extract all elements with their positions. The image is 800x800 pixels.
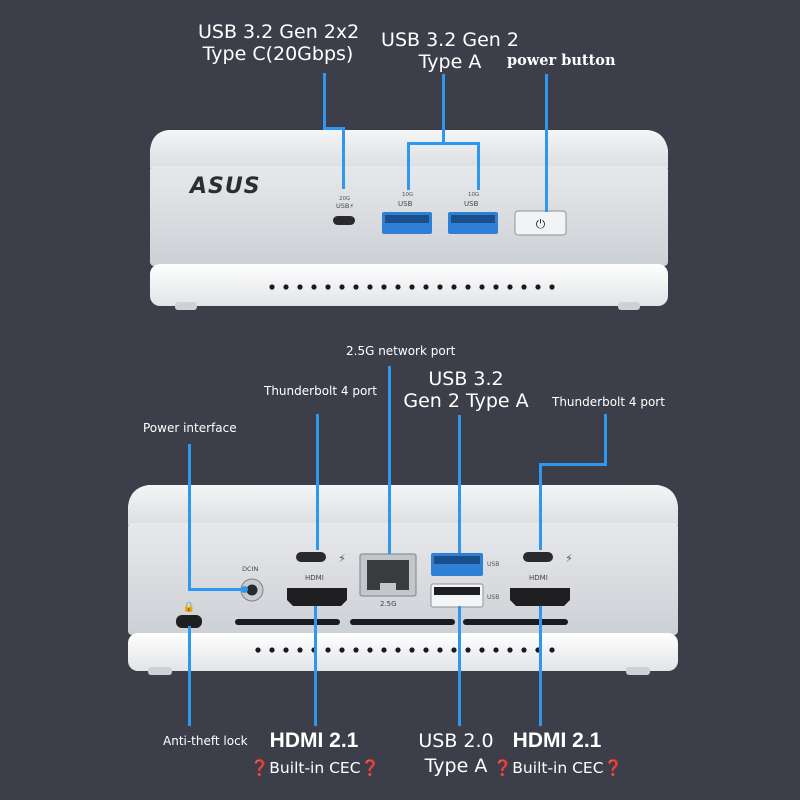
rear-vent-holes	[255, 647, 555, 653]
front-vent-holes	[269, 284, 555, 290]
label-network-port: 2.5G network port	[346, 344, 456, 358]
callout-line-tb-right-2	[539, 463, 542, 550]
anti-theft-lock-slot	[176, 615, 202, 628]
label-thunderbolt-right: Thunderbolt 4 port	[552, 395, 665, 409]
hdmi-right-mark: HDMI	[529, 574, 548, 582]
callout-line-power-interface-h	[188, 588, 244, 591]
label-power-interface: Power interface	[143, 421, 237, 435]
callout-line-usb-a-bracket	[407, 142, 480, 145]
callout-line-power-interface	[188, 444, 191, 591]
label-hdmi-right-line2: ❓Built-in CEC❓	[493, 759, 623, 778]
svg-text:⏻: ⏻	[536, 217, 546, 231]
label-hdmi-right: HDMI 2.1 ❓Built-in CEC❓	[493, 729, 623, 778]
callout-line-tb-right-h	[539, 463, 607, 466]
usb-white-mark: USB	[487, 594, 500, 601]
svg-text:⚡: ⚡	[565, 552, 573, 565]
callout-line-usb20	[458, 606, 461, 726]
label-usb-c-line1: USB 3.2 Gen 2x2	[198, 21, 360, 43]
label-usb32-line2: Gen 2 Type A	[403, 389, 529, 412]
label-usb32: USB 3.2 Gen 2 Type A	[398, 368, 534, 413]
svg-text:🔒: 🔒	[183, 601, 195, 613]
hdmi-port-right	[510, 588, 570, 606]
label-usb-a-line1: USB 3.2 Gen 2	[381, 29, 519, 51]
usb-a1-speed-mark: 10G	[402, 192, 414, 198]
usb-c-mark: USB⚡	[336, 202, 354, 210]
usb-a2-mark: USB	[464, 200, 479, 208]
hdmi-left-mark: HDMI	[305, 574, 324, 582]
label-hdmi-right-line1: HDMI 2.1	[512, 729, 602, 752]
callout-line-usb-a	[442, 74, 445, 144]
usb-blue-mark: USB	[487, 561, 500, 568]
label-usb-a: USB 3.2 Gen 2 Type A	[380, 29, 520, 74]
mini-pc-front: ⏻	[150, 130, 668, 310]
asus-logo: ASUS	[190, 174, 261, 199]
label-thunderbolt-left: Thunderbolt 4 port	[264, 384, 377, 398]
label-usb20: USB 2.0 Type A	[408, 730, 504, 778]
callout-line-network	[388, 366, 391, 554]
label-hdmi-left: HDMI 2.1 ❓Built-in CEC❓	[250, 729, 380, 778]
callout-line-tb-left	[316, 414, 319, 550]
lan-mark: 2.5G	[380, 600, 397, 608]
dcin-mark: DCIN	[242, 565, 259, 573]
svg-text:⚡: ⚡	[338, 552, 346, 565]
power-button	[514, 210, 567, 236]
callout-line-usb-c-2	[342, 127, 345, 189]
rear-vent-slots	[235, 619, 568, 625]
mini-pc-rear: 🔒 ⚡ ⚡	[128, 485, 678, 675]
callout-line-usb-a-left	[407, 142, 410, 190]
callout-line-usb-c-h	[323, 127, 345, 130]
label-usb20-line2: Type A	[424, 754, 488, 777]
usb-a1-mark: USB	[398, 200, 413, 208]
thunderbolt-port-right	[523, 552, 553, 562]
label-usb-c: USB 3.2 Gen 2x2 Type C(20Gbps)	[198, 21, 360, 66]
callout-line-hdmi-left	[314, 606, 317, 726]
label-power-button: power button	[507, 52, 616, 69]
thunderbolt-port-left	[296, 552, 326, 562]
hdmi-port-left	[287, 588, 347, 606]
callout-line-usb-c	[323, 73, 326, 129]
label-anti-theft-lock: Anti-theft lock	[163, 734, 248, 748]
callout-line-power	[545, 74, 548, 212]
label-usb20-line1: USB 2.0	[418, 730, 494, 752]
callout-dot-power	[241, 586, 248, 593]
usb-c-speed-mark: 20G	[339, 196, 351, 202]
callout-line-lock	[188, 626, 191, 726]
label-usb-c-line2: Type C(20Gbps)	[202, 42, 354, 65]
label-usb32-line1: USB 3.2	[428, 368, 504, 390]
usb-c-port-front	[333, 216, 355, 225]
label-hdmi-left-line1: HDMI 2.1	[269, 729, 359, 752]
usb-a2-speed-mark: 10G	[468, 192, 480, 198]
callout-line-hdmi-right	[539, 606, 542, 726]
callout-line-usb-a-right	[477, 142, 480, 190]
label-usb-a-line2: Type A	[418, 50, 482, 73]
label-hdmi-left-line2: ❓Built-in CEC❓	[250, 759, 380, 778]
callout-line-usb32	[458, 415, 461, 553]
callout-line-tb-right	[604, 414, 607, 465]
